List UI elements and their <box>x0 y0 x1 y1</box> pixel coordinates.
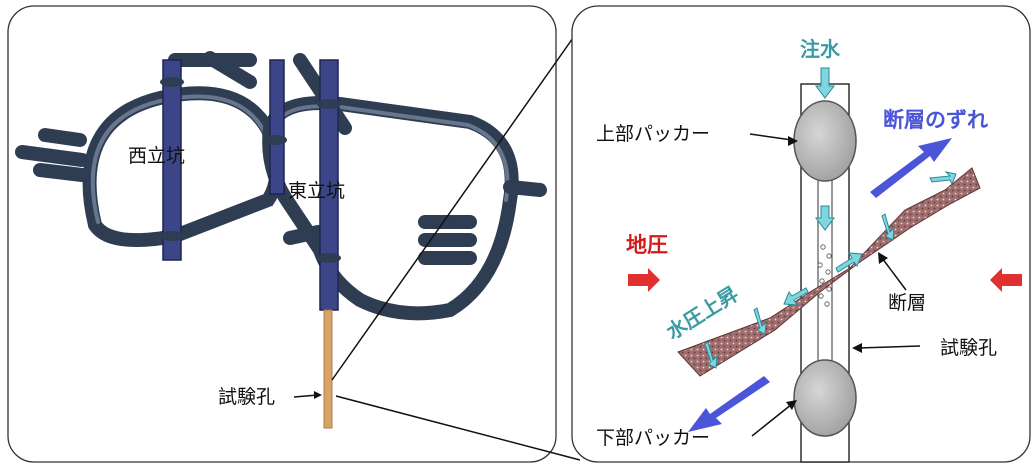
stub-tunnel-2 <box>15 145 89 167</box>
injection-arrow <box>815 67 835 99</box>
water-bubbles <box>817 244 832 307</box>
left-panel: 西立坑 東立坑 試験孔 <box>7 5 557 463</box>
slip-arrow-lower <box>688 376 770 432</box>
fault-label: 断層 <box>888 292 926 314</box>
pressure-arrow-1 <box>929 171 957 186</box>
leader-arrowhead <box>788 136 798 146</box>
west-shaft-label: 西立坑 <box>128 145 185 167</box>
leader-arrowhead <box>786 400 797 410</box>
stub-tunnel-1 <box>38 128 87 147</box>
east-stub-tunnel <box>503 180 547 197</box>
fault-zone <box>677 167 981 377</box>
shaft-ring <box>317 253 341 263</box>
shaft-ring <box>267 135 287 145</box>
upper-packer <box>793 100 857 182</box>
tunnel-network <box>15 51 547 321</box>
west-shaft <box>162 59 182 261</box>
pressure-arrow-4 <box>704 341 718 369</box>
pressure-arrow-2 <box>881 213 895 241</box>
middle-shaft <box>269 59 285 195</box>
zoom-line-top <box>331 27 581 381</box>
slip-arrow-upper <box>870 138 952 198</box>
east-shaft-label: 東立坑 <box>288 180 345 202</box>
upper-packer-label: 上部パッカー <box>596 123 710 145</box>
leader-arrowhead <box>878 252 888 264</box>
ground-pressure-label: 地圧 <box>626 233 668 257</box>
zoom-line-bottom <box>335 395 581 461</box>
pressure-arrow-right <box>990 268 1022 292</box>
lower-packer-label: 下部パッカー <box>596 427 710 449</box>
downward-flow-arrow <box>815 205 835 231</box>
diagonal-connector-tunnel <box>203 51 257 89</box>
test-hole-label-right: 試験孔 <box>940 337 997 359</box>
leader-arrowhead <box>314 391 322 399</box>
shaft-ring <box>160 231 184 241</box>
lower-packer <box>793 359 857 437</box>
lower-packer-leader <box>751 403 793 437</box>
test-hole-leader-right <box>857 345 921 349</box>
stub-tunnel-3 <box>33 163 89 182</box>
right-panel: 注水 上部パッカー 断層のずれ 地圧 水圧上昇 断層 試験孔 下部パッカー <box>571 5 1031 463</box>
test-hole-bar <box>323 309 333 429</box>
leader-arrowhead <box>852 343 862 353</box>
shaft-ring <box>160 77 184 87</box>
upper-packer-leader <box>749 133 793 141</box>
water-arrows <box>704 67 957 369</box>
inner-tube <box>817 169 833 371</box>
fault-slip-label: 断層のずれ <box>883 108 988 132</box>
water-injection-label: 注水 <box>800 37 841 61</box>
pressure-arrow-3 <box>753 307 767 335</box>
outward-flow-arrow <box>835 252 863 273</box>
short-stub-tunnel <box>283 225 325 245</box>
shaft-ring <box>317 99 341 109</box>
test-hole-label-left: 試験孔 <box>218 386 275 408</box>
fault-leader <box>881 257 907 291</box>
outward-flow-arrow-left <box>783 287 809 306</box>
west-loop-tunnel <box>82 86 284 248</box>
pressure-arrow-left <box>628 268 660 292</box>
